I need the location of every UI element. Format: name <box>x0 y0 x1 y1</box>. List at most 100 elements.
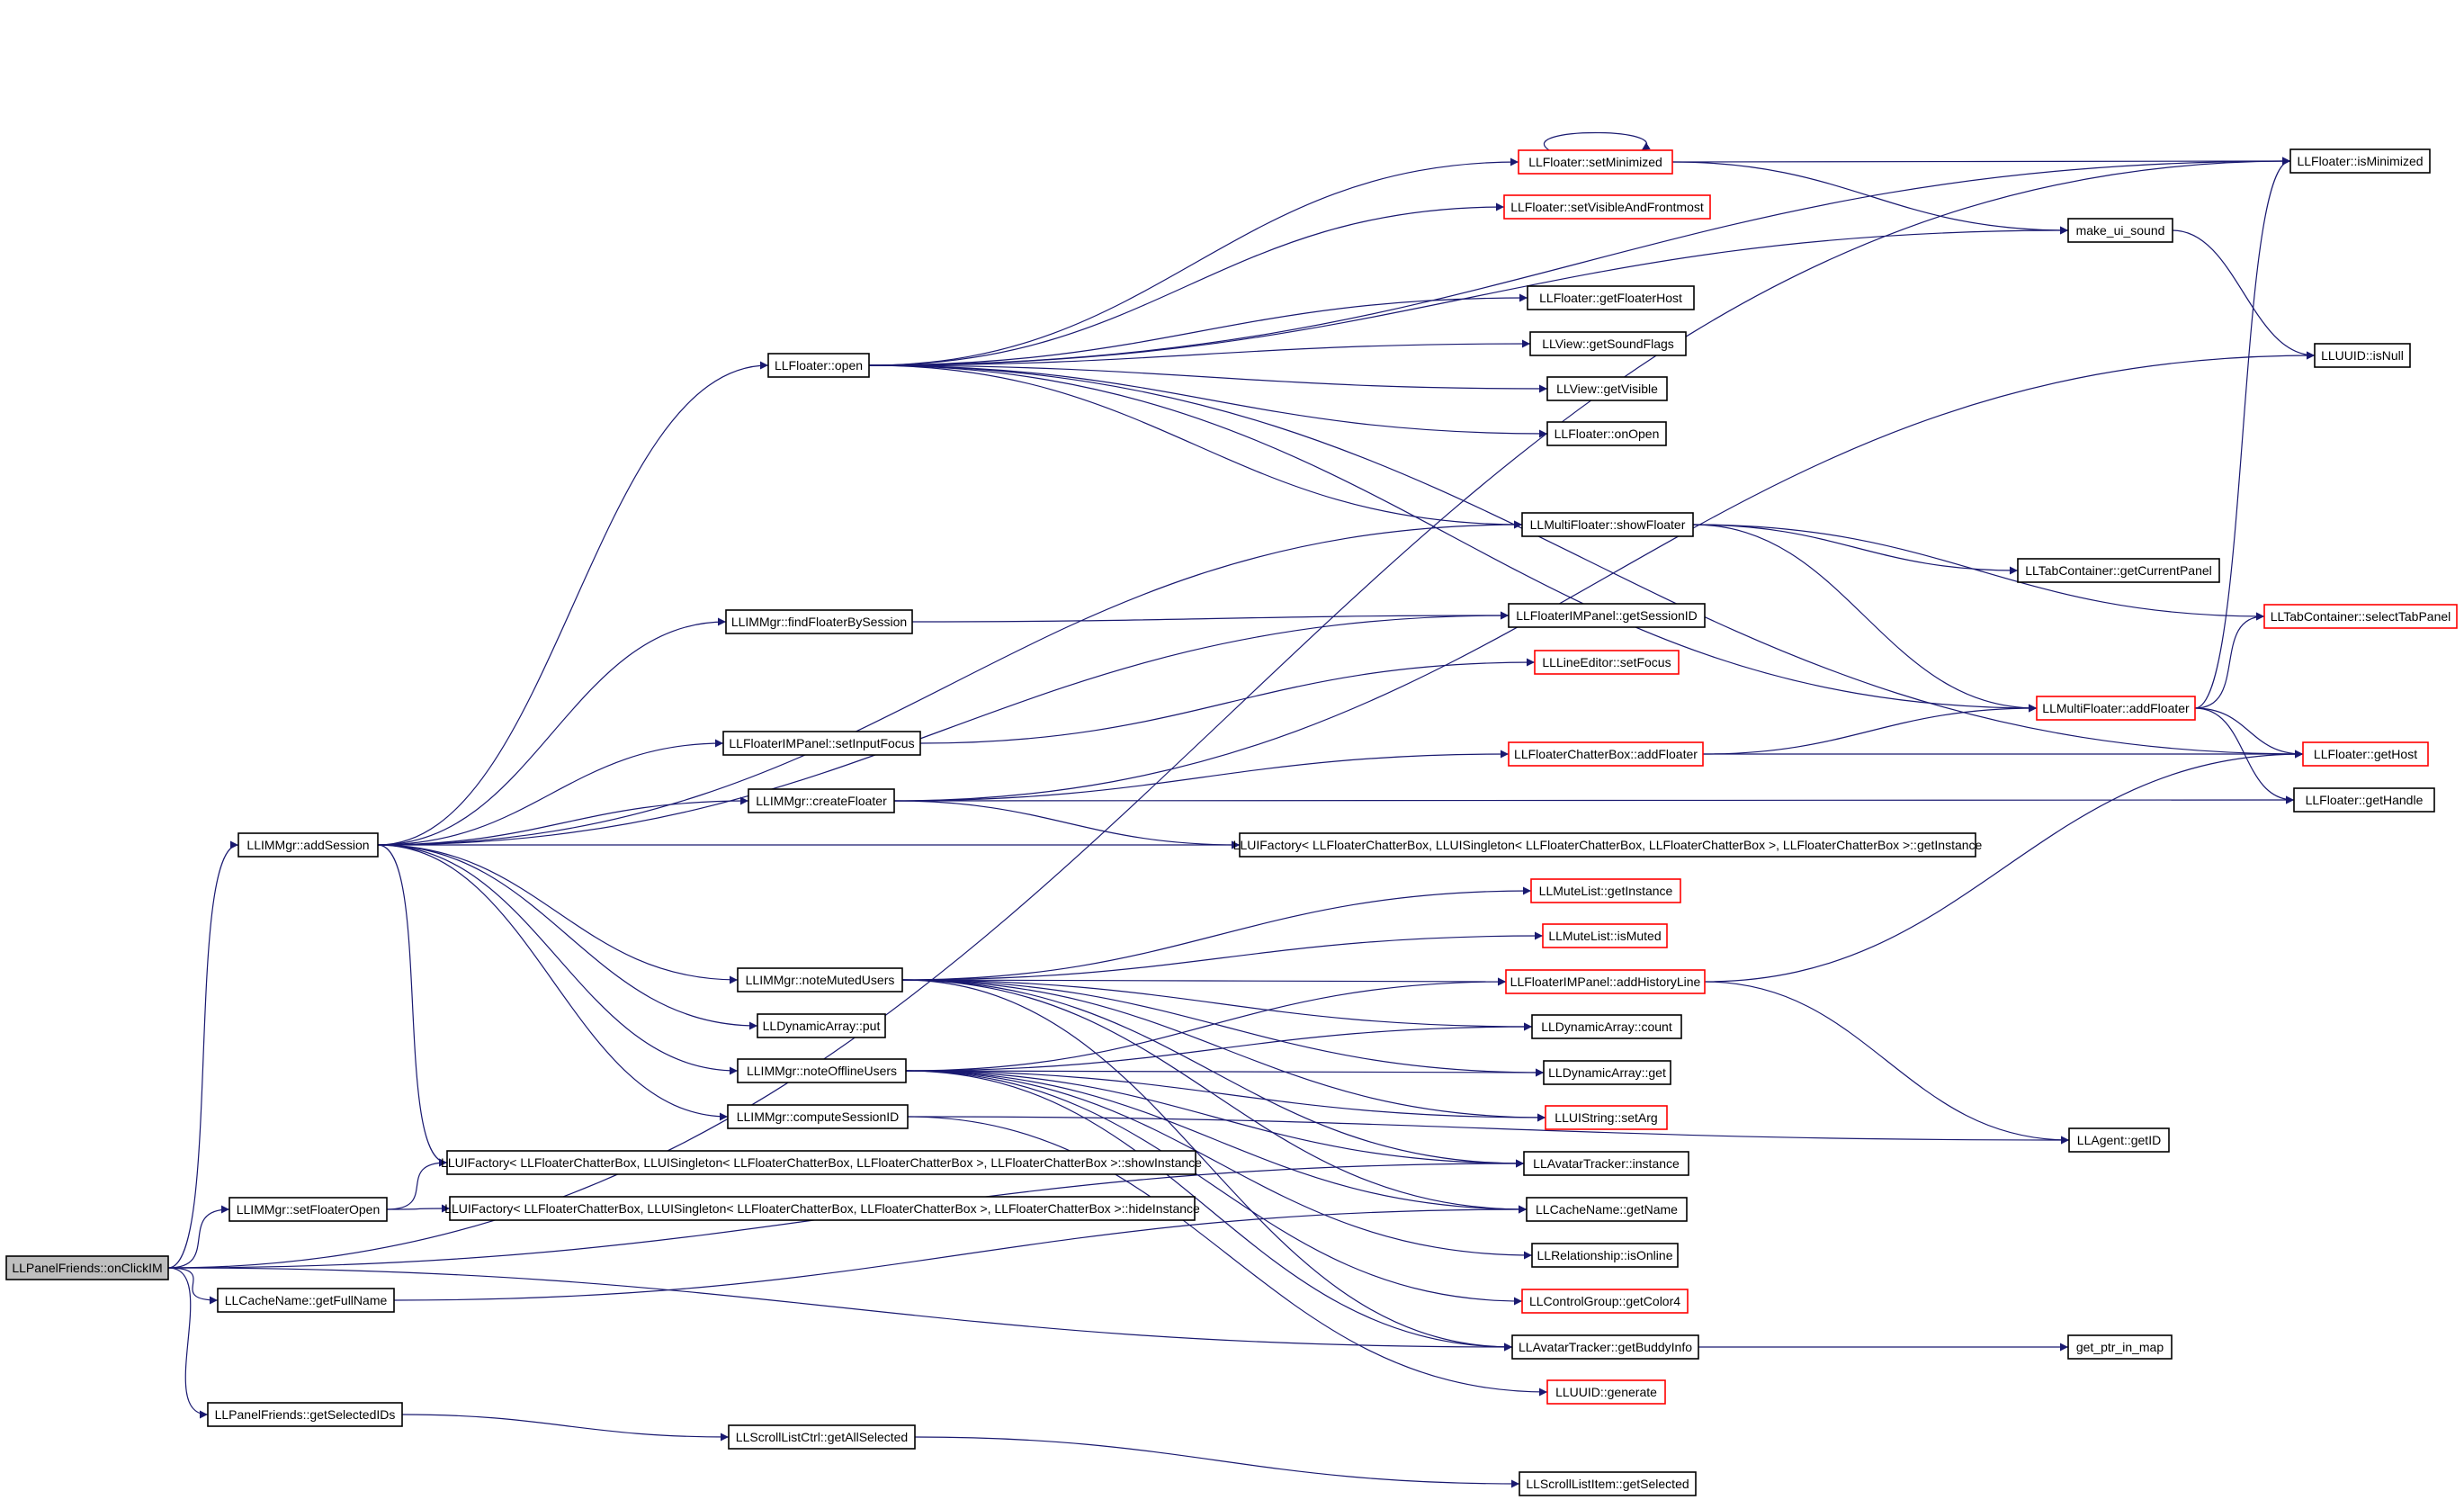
function-node[interactable]: LLMultiFloater::addFloater <box>2036 696 2196 721</box>
call-edge <box>901 979 1513 1352</box>
function-node[interactable]: LLMuteList::isMuted <box>1542 923 1668 948</box>
function-node[interactable]: LLAvatarTracker::getBuddyInfo <box>1511 1334 1699 1360</box>
call-edge <box>2194 157 2291 709</box>
function-node-box <box>737 967 903 993</box>
function-node[interactable]: LLIMMgr::noteOfflineUsers <box>737 1058 907 1083</box>
function-node[interactable]: LLUUID::isNull <box>2314 343 2411 368</box>
function-node[interactable]: LLIMMgr::addSession <box>237 832 379 858</box>
function-node[interactable]: LLAgent::getID <box>2068 1127 2170 1153</box>
function-node[interactable]: LLFloater::getFloaterHost <box>1527 285 1695 310</box>
call-edge <box>868 364 1548 438</box>
function-node[interactable]: LLScrollListCtrl::getAllSelected <box>728 1424 916 1450</box>
call-edge <box>2194 612 2265 709</box>
function-node[interactable]: LLFloaterChatterBox::addFloater <box>1508 741 1704 767</box>
call-edge <box>914 1436 1520 1488</box>
function-node[interactable]: LLMuteList::getInstance <box>1530 878 1681 903</box>
call-edge <box>2172 229 2316 360</box>
call-edge <box>893 795 2295 804</box>
function-node[interactable]: LLIMMgr::findFloaterBySession <box>725 609 913 634</box>
function-node-label: LLView::getSoundFlags <box>1542 337 1674 351</box>
function-node[interactable]: LLCacheName::getName <box>1526 1197 1688 1222</box>
function-node-label: LLMultiFloater::showFloater <box>1530 517 1686 532</box>
call-edge <box>901 931 1544 981</box>
call-edge <box>1692 524 2265 621</box>
call-edge <box>905 1070 1528 1214</box>
call-edge <box>907 1116 2070 1145</box>
function-node[interactable]: get_ptr_in_map <box>2067 1334 2173 1360</box>
function-node-label: LLMultiFloater::addFloater <box>2042 701 2190 715</box>
function-node[interactable]: LLUUID::generate <box>1546 1379 1666 1405</box>
function-node-box <box>2263 604 2458 629</box>
call-edge <box>1692 524 2019 575</box>
function-node[interactable]: LLFloaterIMPanel::setInputFocus <box>722 731 921 756</box>
function-node[interactable]: LLIMMgr::noteMutedUsers <box>737 967 903 993</box>
function-node-box <box>1527 285 1695 310</box>
function-node[interactable]: LLIMMgr::setFloaterOpen <box>228 1197 388 1222</box>
function-node-label: make_ui_sound <box>2076 223 2165 238</box>
function-node-box <box>1521 512 1694 537</box>
function-node[interactable]: LLFloater::getHandle <box>2293 787 2435 813</box>
function-node[interactable]: LLTabContainer::selectTabPanel <box>2263 604 2458 629</box>
function-node-box <box>1521 1289 1689 1314</box>
function-node-label: LLLineEditor::setFocus <box>1542 655 1671 669</box>
function-node-label: LLPanelFriends::getSelectedIDs <box>215 1407 396 1422</box>
call-edge <box>1692 524 2038 713</box>
function-node-label: LLCacheName::getFullName <box>225 1293 388 1307</box>
function-node-label: LLAvatarTracker::instance <box>1533 1156 1680 1171</box>
function-node-box <box>217 1288 395 1313</box>
call-edge <box>377 844 729 1121</box>
function-node[interactable]: LLIMMgr::computeSessionID <box>727 1104 909 1129</box>
function-node-box <box>1530 878 1681 903</box>
function-node[interactable]: LLTabContainer::getCurrentPanel <box>2017 558 2220 583</box>
call-edge <box>905 1070 1513 1352</box>
function-node[interactable]: make_ui_sound <box>2067 218 2173 243</box>
call-edge <box>868 364 1523 529</box>
function-node-label: get_ptr_in_map <box>2076 1340 2164 1354</box>
function-node-label: LLIMMgr::setFloaterOpen <box>237 1202 381 1217</box>
function-node-box <box>725 609 913 634</box>
function-node[interactable]: LLIMMgr::createFloater <box>748 788 895 813</box>
function-node[interactable]: LLUIString::setArg <box>1545 1105 1668 1130</box>
function-node[interactable]: LLFloaterIMPanel::getSessionID <box>1508 603 1706 628</box>
call-edge <box>1671 161 2069 235</box>
function-node-box <box>722 731 921 756</box>
function-node[interactable]: LLControlGroup::getColor4 <box>1521 1289 1689 1314</box>
function-node[interactable]: LLView::getSoundFlags <box>1529 331 1687 356</box>
function-node[interactable]: LLFloater::getHost <box>2302 741 2429 767</box>
function-node[interactable]: LLPanelFriends::onClickIM <box>5 1255 169 1280</box>
function-node-label: LLFloater::open <box>775 358 863 373</box>
function-node[interactable]: LLScrollListItem::getSelected <box>1519 1471 1697 1496</box>
function-node-label: LLFloater::getHost <box>2314 747 2417 761</box>
function-node[interactable]: LLView::getVisible <box>1546 376 1668 401</box>
function-node[interactable]: LLLineEditor::setFocus <box>1534 650 1680 675</box>
function-node[interactable]: LLFloater::open <box>767 353 870 378</box>
function-node-label: LLTabContainer::getCurrentPanel <box>2025 563 2212 578</box>
call-edge <box>893 351 2316 802</box>
function-node[interactable]: LLFloater::setMinimized <box>1518 149 1673 175</box>
function-node[interactable]: LLUIFactory< LLFloaterChatterBox, LLUISi… <box>1233 832 1983 858</box>
function-node-box <box>446 1150 1196 1175</box>
call-edge <box>919 658 1536 744</box>
function-node-label: LLDynamicArray::put <box>763 1019 881 1033</box>
function-node-label: LLIMMgr::findFloaterBySession <box>731 615 907 629</box>
function-node-label: LLTabContainer::selectTabPanel <box>2271 609 2451 624</box>
function-node-label: LLControlGroup::getColor4 <box>1529 1294 1680 1308</box>
function-node[interactable]: LLFloaterIMPanel::addHistoryLine <box>1505 969 1706 994</box>
function-node[interactable]: LLDynamicArray::count <box>1531 1014 1682 1039</box>
function-node-box <box>2302 741 2429 767</box>
function-node[interactable]: LLUIFactory< LLFloaterChatterBox, LLUISi… <box>444 1196 1200 1221</box>
function-node[interactable]: LLCacheName::getFullName <box>217 1288 395 1313</box>
function-node[interactable]: LLAvatarTracker::instance <box>1523 1151 1689 1176</box>
function-node-box <box>1523 1151 1689 1176</box>
function-node[interactable]: LLMultiFloater::showFloater <box>1521 512 1694 537</box>
function-node[interactable]: LLUIFactory< LLFloaterChatterBox, LLUISi… <box>441 1150 1202 1175</box>
function-node[interactable]: LLPanelFriends::getSelectedIDs <box>207 1402 403 1427</box>
function-node[interactable]: LLRelationship::isOnline <box>1531 1243 1679 1268</box>
function-node[interactable]: LLFloater::onOpen <box>1546 421 1667 446</box>
function-node-box <box>767 353 870 378</box>
function-node[interactable]: LLFloater::setVisibleAndFrontmost <box>1503 194 1711 220</box>
function-node[interactable]: LLDynamicArray::get <box>1543 1060 1671 1085</box>
function-node[interactable]: LLFloater::isMinimized <box>2289 148 2431 174</box>
function-node[interactable]: LLDynamicArray::put <box>757 1013 886 1038</box>
call-edge <box>905 1070 1523 1306</box>
